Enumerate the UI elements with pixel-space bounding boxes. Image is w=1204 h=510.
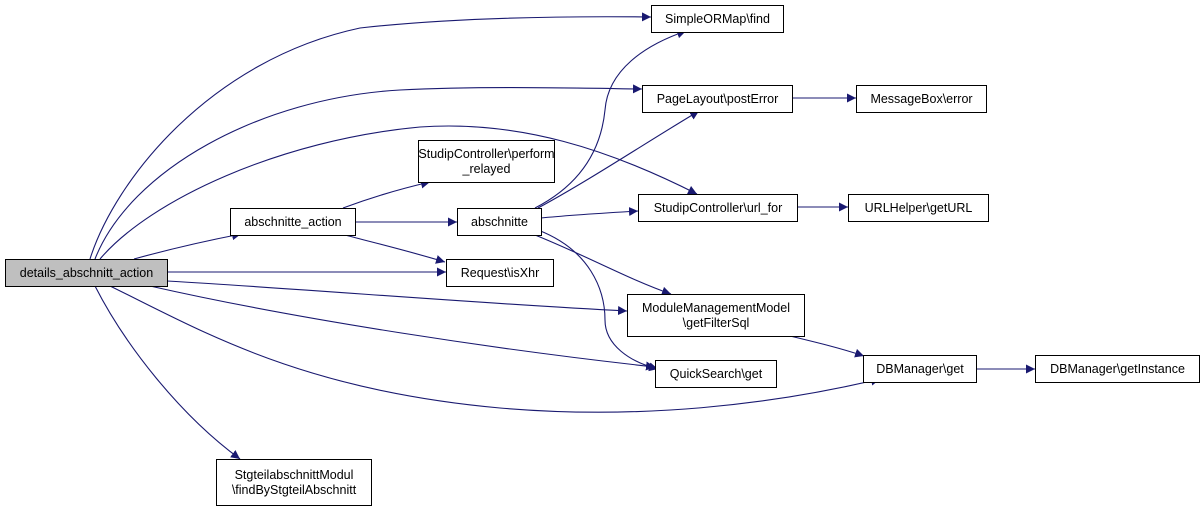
edge-abschnitte-to-url-for bbox=[540, 207, 639, 219]
edge-abschnitte-action-to-is-xhr bbox=[344, 234, 446, 264]
node-box bbox=[1035, 355, 1200, 383]
edge-root-to-orm-find bbox=[89, 12, 652, 260]
node-abschnitte[interactable]: abschnitte bbox=[457, 208, 542, 236]
node-box bbox=[457, 208, 542, 236]
node-label: Request\isXhr bbox=[461, 266, 540, 280]
node-label: DBManager\getInstance bbox=[1050, 362, 1185, 376]
node-filter-sql[interactable]: ModuleManagementModel\getFilterSql bbox=[627, 294, 805, 337]
node-label: DBManager\get bbox=[876, 362, 964, 376]
node-label: abschnitte bbox=[471, 215, 528, 229]
edge-abschnitte-to-filter-sql bbox=[534, 234, 672, 296]
node-label: SimpleORMap\find bbox=[665, 12, 770, 26]
edge-root-to-filter-sql bbox=[166, 280, 628, 316]
node-is-xhr[interactable]: Request\isXhr bbox=[446, 259, 554, 287]
edge-abschnitte-to-post-error bbox=[537, 110, 700, 209]
node-label: QuickSearch\get bbox=[670, 367, 763, 381]
node-url-for[interactable]: StudipController\url_for bbox=[638, 194, 798, 222]
node-box bbox=[638, 194, 798, 222]
node-root[interactable]: details_abschnitt_action bbox=[5, 259, 168, 287]
node-box bbox=[856, 85, 987, 113]
edge-filter-sql-to-db-get bbox=[789, 335, 865, 358]
edge-root-to-url-for bbox=[99, 125, 698, 260]
node-msgbox-error[interactable]: MessageBox\error bbox=[856, 85, 987, 113]
node-box bbox=[655, 360, 777, 388]
node-perform-relayed[interactable]: StudipController\perform_relayed bbox=[418, 140, 555, 183]
edge-root-to-post-error bbox=[94, 84, 643, 260]
edge-abschnitte-to-qs-get bbox=[537, 229, 659, 372]
node-label: ModuleManagementModel bbox=[642, 301, 790, 315]
node-label: PageLayout\postError bbox=[657, 92, 779, 106]
node-box bbox=[848, 194, 989, 222]
node-box bbox=[446, 259, 554, 287]
node-abschnitte-action[interactable]: abschnitte_action bbox=[230, 208, 356, 236]
node-box bbox=[230, 208, 356, 236]
node-label: URLHelper\getURL bbox=[865, 201, 973, 215]
node-qs-get[interactable]: QuickSearch\get bbox=[655, 360, 777, 388]
node-label: StgteilabschnittModul bbox=[235, 468, 354, 482]
node-box bbox=[863, 355, 977, 383]
edge-abschnitte-action-to-perform-relayed bbox=[342, 179, 431, 209]
node-db-get[interactable]: DBManager\get bbox=[863, 355, 977, 383]
node-label: \getFilterSql bbox=[683, 316, 750, 330]
node-label: StudipController\perform bbox=[418, 147, 554, 161]
node-box bbox=[651, 5, 784, 33]
node-label: _relayed bbox=[462, 162, 511, 176]
node-label: \findByStgteilAbschnitt bbox=[232, 483, 357, 497]
node-label: details_abschnitt_action bbox=[20, 266, 153, 280]
edge-root-to-qs-get bbox=[149, 285, 656, 371]
node-label: StudipController\url_for bbox=[654, 201, 783, 215]
node-orm-find[interactable]: SimpleORMap\find bbox=[651, 5, 784, 33]
node-box bbox=[642, 85, 793, 113]
node-box bbox=[216, 459, 372, 506]
edge-root-to-abschnitte-action bbox=[133, 231, 242, 260]
node-label: abschnitte_action bbox=[244, 215, 341, 229]
node-box bbox=[5, 259, 168, 287]
node-box bbox=[418, 140, 555, 183]
node-post-error[interactable]: PageLayout\postError bbox=[642, 85, 793, 113]
edge-root-to-db-get bbox=[109, 285, 881, 413]
node-get-url[interactable]: URLHelper\getURL bbox=[848, 194, 989, 222]
node-db-instance[interactable]: DBManager\getInstance bbox=[1035, 355, 1200, 383]
node-label: MessageBox\error bbox=[870, 92, 972, 106]
node-stgteil-find[interactable]: StgteilabschnittModul\findByStgteilAbsch… bbox=[216, 459, 372, 506]
edge-abschnitte-to-orm-find bbox=[534, 29, 687, 209]
edge-root-to-stgteil-find bbox=[94, 285, 241, 460]
node-box bbox=[627, 294, 805, 337]
